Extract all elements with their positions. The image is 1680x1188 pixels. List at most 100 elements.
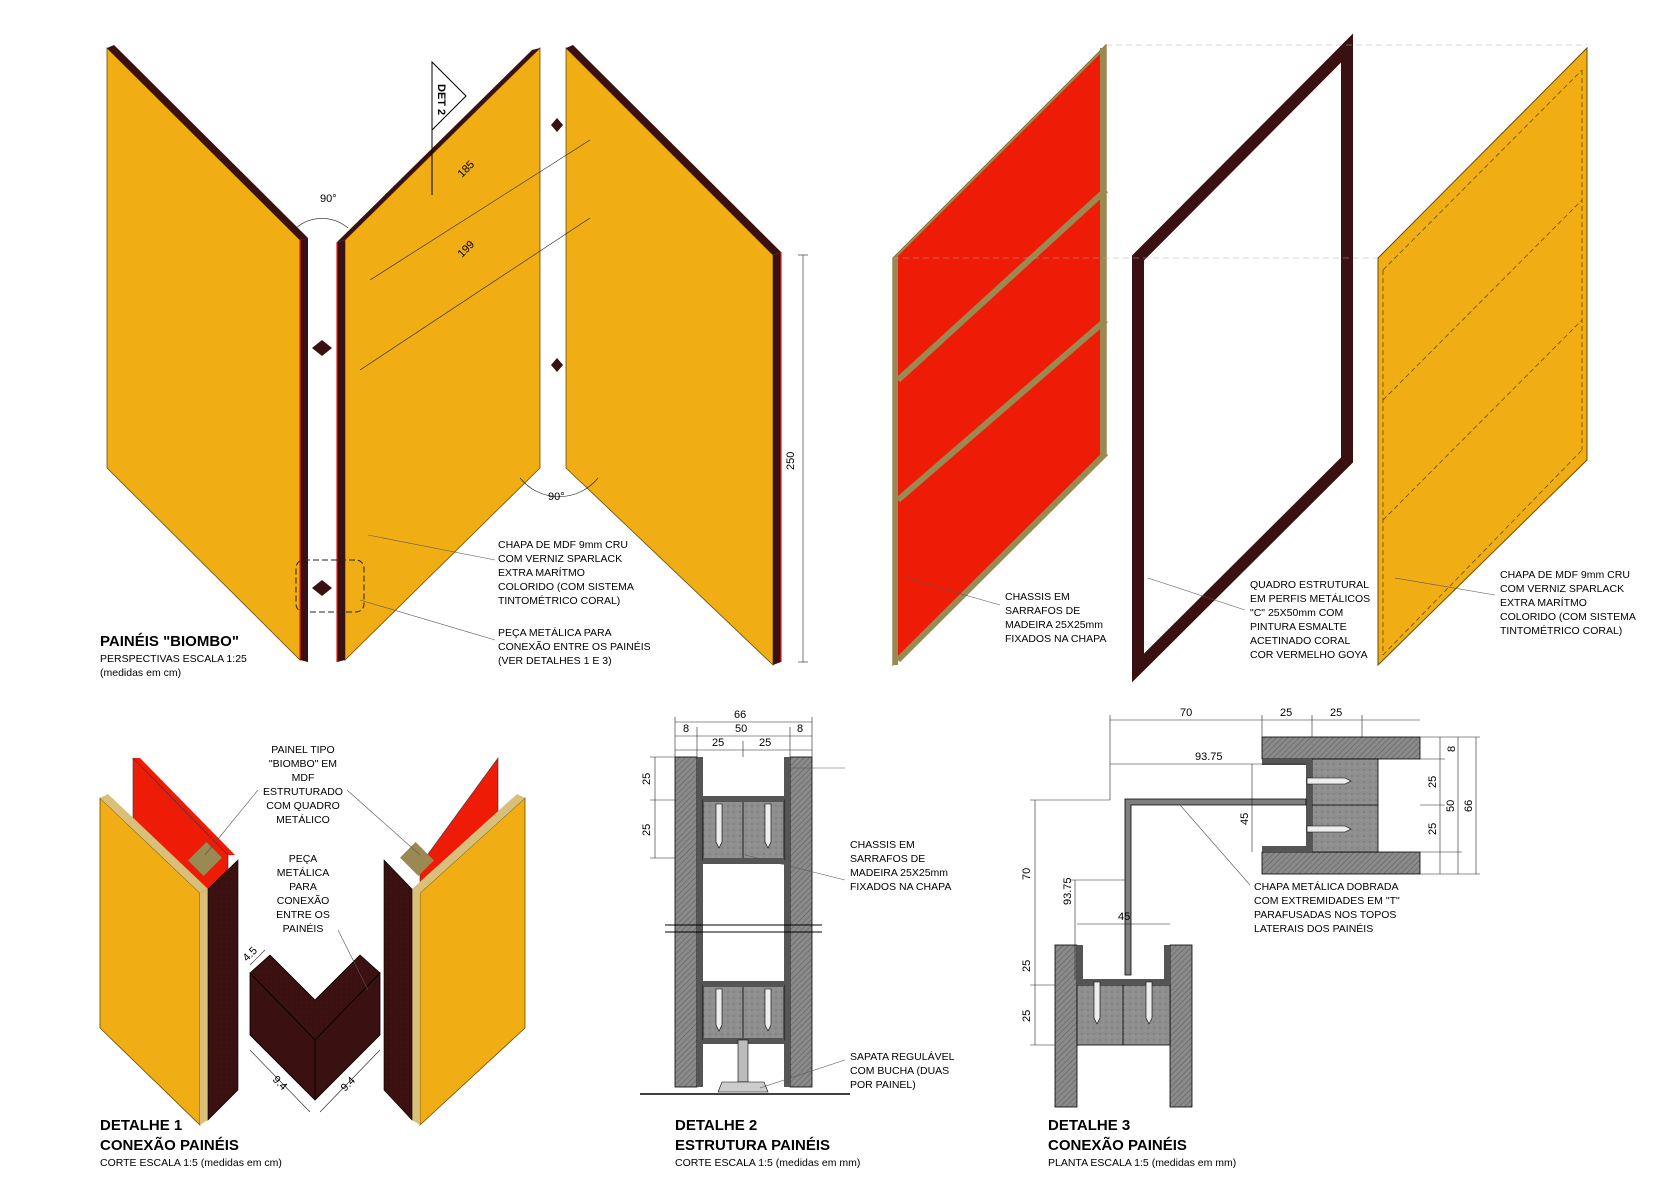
angle-top-label: 90° [320, 193, 337, 205]
svg-text:PEÇA METÁLICA PARA: PEÇA METÁLICA PARA [498, 626, 612, 639]
svg-text:MADEIRA 25X25mm: MADEIRA 25X25mm [850, 867, 948, 879]
panel-right-edge-side [773, 252, 781, 665]
svg-text:CHAPA DE MDF 9mm CRU: CHAPA DE MDF 9mm CRU [1500, 569, 1630, 581]
d1-dim-9-4-right: 9.4 [339, 1075, 358, 1094]
d3-title: DETALHE 3 [1048, 1117, 1130, 1134]
svg-text:CHAPA METÁLICA DOBRADA: CHAPA METÁLICA DOBRADA [1254, 880, 1399, 893]
d2-note-chassis: CHASSIS EM SARRAFOS DE MADEIRA 25X25mm F… [850, 839, 951, 893]
d3-dim-45h: 45 [1118, 911, 1130, 923]
svg-text:FIXADOS NA CHAPA: FIXADOS NA CHAPA [850, 881, 951, 893]
metal-frame [1132, 33, 1353, 683]
d3-dim-9375h: 93.75 [1195, 751, 1223, 763]
d3-dim-r66: 66 [1463, 800, 1475, 812]
svg-text:COR VERMELHO GOYA: COR VERMELHO GOYA [1250, 649, 1368, 661]
d2-top-chassis [702, 799, 785, 861]
panel-middle-edge-side [337, 240, 345, 662]
svg-text:PAINÉIS: PAINÉIS [283, 922, 324, 935]
d2-note-foot: SAPATA REGULÁVEL COM BUCHA (DUAS POR PAI… [850, 1050, 955, 1091]
d3-subtitle: PLANTA ESCALA 1:5 (medidas em mm) [1048, 1157, 1236, 1169]
d1-note-piece: PEÇA METÁLICA PARA CONEXÃO ENTRE OS PAIN… [276, 853, 330, 935]
svg-text:PARA: PARA [289, 881, 317, 893]
exploded-view: CHASSIS EM SARRAFOS DE MADEIRA 25X25mm F… [892, 33, 1636, 683]
biombo-perspective: 90° 90° DET 2 185 199 250 CHAPA DE MDF 9… [100, 45, 808, 679]
d2-screws [715, 803, 772, 1032]
svg-text:METÁLICA: METÁLICA [277, 866, 330, 879]
detail-3: 70 25 25 93.75 45 8 25 50 66 25 70 93.75… [1021, 707, 1480, 1169]
panels-title: PAINÉIS "BIOMBO" [100, 633, 239, 650]
svg-text:CHASSIS EM: CHASSIS EM [850, 839, 915, 851]
panel-middle-edge [337, 48, 540, 242]
d1-title: DETALHE 1 [100, 1117, 182, 1134]
connector-piece-1 [312, 340, 332, 356]
svg-text:FIXADOS NA CHAPA: FIXADOS NA CHAPA [1005, 633, 1106, 645]
d3-dim-25b: 25 [1330, 707, 1342, 719]
svg-text:MDF: MDF [292, 772, 315, 784]
svg-text:COLORIDO (COM SISTEMA: COLORIDO (COM SISTEMA [1500, 611, 1636, 623]
svg-text:ESTRUTURADO: ESTRUTURADO [263, 786, 343, 798]
detail-1: 4.5 9.4 9.4 PAINEL TIPO "BIOMBO" EM MDF … [99, 744, 526, 1169]
d3-dim-70h: 70 [1180, 707, 1192, 719]
d2-title: DETALHE 2 [675, 1117, 757, 1134]
svg-text:PEÇA: PEÇA [289, 853, 318, 865]
svg-text:CHASSIS EM: CHASSIS EM [1005, 591, 1070, 603]
d2-dim-8a: 8 [683, 723, 689, 735]
d2-left-side [674, 756, 698, 1088]
d3-dim-r50: 50 [1445, 800, 1457, 812]
d3-dim-9375v: 93.75 [1062, 877, 1074, 905]
panels-units: (medidas em cm) [100, 667, 181, 679]
detail-2: 66 8 50 8 25 25 25 25 CHASSIS EM SARRAFO… [640, 709, 955, 1169]
svg-text:TINTOMÉTRICO CORAL): TINTOMÉTRICO CORAL) [498, 594, 620, 607]
connector-piece-3 [551, 358, 563, 372]
svg-text:LATERAIS DOS PAINÉIS: LATERAIS DOS PAINÉIS [1254, 922, 1373, 935]
note-mdf-left: CHAPA DE MDF 9mm CRU COM VERNIZ SPARLACK… [498, 539, 634, 607]
svg-text:SARRAFOS DE: SARRAFOS DE [850, 853, 925, 865]
d2-bottom-chassis [702, 984, 785, 1041]
d1-right-frame [383, 859, 413, 1121]
svg-text:CHAPA DE MDF 9mm CRU: CHAPA DE MDF 9mm CRU [498, 539, 628, 551]
d3-upper-panel-top [1261, 736, 1421, 760]
d3-dim-45v: 45 [1239, 813, 1251, 825]
d2-foot-bolt [737, 1039, 749, 1083]
d2-dim-25b: 25 [759, 737, 771, 749]
svg-text:COM BUCHA (DUAS: COM BUCHA (DUAS [850, 1065, 949, 1077]
svg-text:COM EXTREMIDADES EM "T": COM EXTREMIDADES EM "T" [1254, 895, 1400, 907]
d1-title2: CONEXÃO PAINÉIS [100, 1136, 239, 1154]
d2-foot-pad [717, 1081, 769, 1093]
svg-text:(VER DETALHES 1 E 3): (VER DETALHES 1 E 3) [498, 655, 612, 667]
d1-note-panel: PAINEL TIPO "BIOMBO" EM MDF ESTRUTURADO … [263, 744, 343, 826]
svg-text:COM VERNIZ SPARLACK: COM VERNIZ SPARLACK [1500, 583, 1624, 595]
svg-text:COM VERNIZ SPARLACK: COM VERNIZ SPARLACK [498, 553, 622, 565]
svg-text:ACETINADO CORAL: ACETINADO CORAL [1250, 635, 1351, 647]
note-piece-left: PEÇA METÁLICA PARA CONEXÃO ENTRE OS PAIN… [498, 626, 651, 667]
svg-text:COLORIDO (COM SISTEMA: COLORIDO (COM SISTEMA [498, 581, 634, 593]
panels-subtitle: PERSPECTIVAS ESCALA 1:25 [100, 653, 247, 665]
d3-title2: CONEXÃO PAINÉIS [1048, 1136, 1187, 1154]
connector-piece-2 [551, 118, 563, 132]
d2-dim-v25b: 25 [641, 824, 653, 836]
d2-dim-8b: 8 [797, 723, 803, 735]
svg-text:SAPATA REGULÁVEL: SAPATA REGULÁVEL [850, 1050, 955, 1063]
svg-text:PARAFUSADAS NOS TOPOS: PARAFUSADAS NOS TOPOS [1254, 909, 1396, 921]
det2-tag: DET 2 [435, 84, 447, 115]
note-frame: QUADRO ESTRUTURAL EM PERFIS METÁLICOS "C… [1250, 579, 1370, 661]
d3-dim-r25b: 25 [1427, 823, 1439, 835]
d3-lower-panel-right [1169, 944, 1193, 1108]
d1-left-frame [207, 859, 239, 1121]
d3-lower-panel-left [1054, 944, 1078, 1108]
d1-subtitle: CORTE ESCALA 1:5 (medidas em cm) [100, 1157, 282, 1169]
d2-subtitle: CORTE ESCALA 1:5 (medidas em mm) [675, 1157, 860, 1169]
connector-piece-4 [312, 580, 332, 596]
panel-left-edge-side [300, 238, 308, 662]
d1-dim-9-4-left: 9.4 [270, 1074, 289, 1093]
svg-text:"C" 25X50mm COM: "C" 25X50mm COM [1250, 607, 1343, 619]
d3-dim-r25a: 25 [1427, 776, 1439, 788]
svg-text:CONEXÃO ENTRE OS PAINÉIS: CONEXÃO ENTRE OS PAINÉIS [498, 640, 651, 653]
dim-250: 250 [785, 452, 797, 470]
svg-text:EM PERFIS METÁLICOS: EM PERFIS METÁLICOS [1250, 592, 1370, 605]
d2-right-side [789, 756, 813, 1088]
d3-dim-8: 8 [1446, 746, 1458, 752]
d2-dim-66: 66 [734, 709, 746, 721]
svg-text:QUADRO ESTRUTURAL: QUADRO ESTRUTURAL [1250, 579, 1369, 591]
svg-text:"BIOMBO" EM: "BIOMBO" EM [269, 758, 337, 770]
